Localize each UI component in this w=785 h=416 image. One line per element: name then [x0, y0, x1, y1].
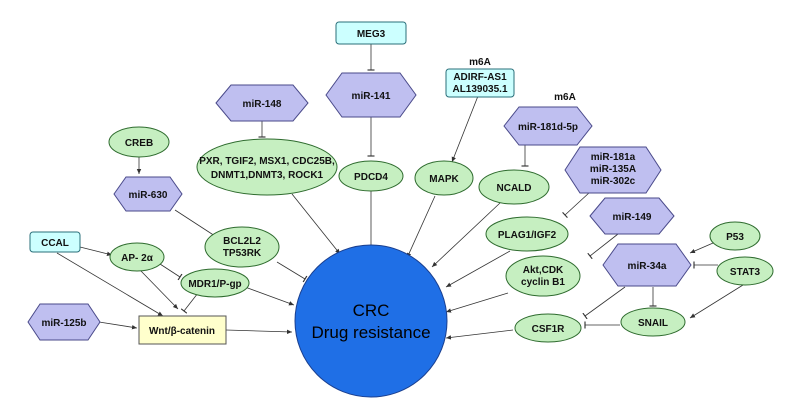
mir630-label: miR-630	[129, 190, 168, 201]
csf1r-ellipse	[514, 313, 582, 343]
edge-wnt-crc	[225, 329, 293, 335]
targets-label-line2: DNMT1,DNMT3, ROCK1	[211, 170, 324, 181]
center-line1: CRC	[353, 301, 390, 320]
edge-ap2-mdr1	[159, 263, 183, 281]
edge-mdr1-wnt	[180, 292, 199, 314]
mir34a-hexagon	[602, 243, 692, 287]
p53-ellipse	[709, 221, 761, 251]
ccal-box	[29, 231, 81, 253]
edge-mir149-akt	[587, 233, 619, 260]
m6a-right-label: m6A	[554, 92, 576, 103]
akt-ellipse	[505, 255, 581, 297]
mir141-hexagon	[325, 72, 417, 118]
mirs-label-line2: miR-135A	[590, 164, 636, 175]
mir148-label: miR-148	[243, 99, 282, 110]
mir181d-hexagon	[503, 106, 593, 146]
pdcd4-ellipse	[338, 160, 404, 192]
akt-label-line1: Akt,CDK	[523, 265, 564, 276]
targets-label-line1: PXR, TGIF2, MSX1, CDC25B,	[199, 156, 335, 167]
crc-circle	[294, 244, 448, 398]
edge-akt-crc	[445, 292, 509, 313]
edge-plag1-crc	[445, 250, 511, 288]
edge-adirf-mapk	[451, 95, 479, 163]
bcl2l2-ellipse	[204, 226, 280, 268]
mir34a-label: miR-34a	[628, 261, 667, 272]
edge-mapk-crc	[406, 195, 436, 259]
edge-mir125b-wnt	[98, 321, 138, 330]
edge-ccal-ap2	[79, 246, 113, 256]
stat3-label: STAT3	[730, 267, 761, 278]
ncald-ellipse	[478, 169, 550, 205]
akt-label-line2: cyclin B1	[521, 277, 565, 288]
meg3-label: MEG3	[357, 29, 386, 40]
snail-label: SNAIL	[638, 318, 668, 329]
edge-mir34a-csf1r	[582, 286, 626, 320]
edge-ap2-wnt	[139, 269, 179, 310]
ap2-label: AP- 2α	[121, 253, 154, 264]
adirf-box	[445, 68, 515, 98]
adirf-label-line2: AL139035.1	[452, 84, 507, 95]
wnt-box	[138, 315, 227, 345]
mir141-label: miR-141	[352, 91, 391, 102]
mir125b-label: miR-125b	[41, 318, 86, 329]
wnt-label: Wnt/β-catenin	[149, 326, 215, 337]
meg3-box	[335, 21, 407, 45]
ccal-label: CCAL	[41, 238, 69, 249]
ap2-ellipse	[109, 242, 165, 272]
mir181d-label: miR-181d-5p	[518, 122, 578, 133]
ncald-label: NCALD	[497, 183, 532, 194]
mdr1-ellipse	[180, 268, 250, 298]
edges	[56, 44, 744, 340]
mir148-hexagon	[215, 84, 309, 122]
mir125b-hexagon	[27, 303, 101, 341]
pdcd4-label: PDCD4	[354, 172, 388, 183]
creb-label: CREB	[125, 138, 153, 149]
edge-mirs-plag1	[562, 191, 591, 219]
edge-mir630-bcl2l2	[174, 209, 218, 240]
m6a-top-label: m6A	[469, 57, 491, 68]
mapk-ellipse	[414, 160, 474, 196]
mirs-hexagon	[564, 146, 662, 194]
edge-stat3-snail	[689, 284, 744, 319]
edge-ncald-crc	[431, 202, 501, 268]
bcl2l2-label-line2: TP53RK	[223, 248, 262, 259]
edge-targets-crc	[291, 193, 341, 255]
edge-ccal-wnt	[56, 252, 164, 317]
edge-bcl2l2-crc	[276, 261, 308, 283]
center-line2: Drug resistance	[311, 323, 430, 342]
stat3-ellipse	[716, 256, 774, 286]
snail-ellipse	[620, 307, 686, 337]
p53-label: P53	[726, 232, 744, 243]
mirs-label-line3: miR-302c	[591, 176, 636, 187]
creb-ellipse	[108, 126, 170, 158]
crc-center-node: CRC Drug resistance	[294, 244, 448, 398]
mdr1-label: MDR1/P-gp	[188, 279, 241, 290]
mirs-label-line1: miR-181a	[591, 152, 636, 163]
edge-mdr1-crc	[244, 286, 295, 306]
adirf-label-line1: ADIRF-AS1	[453, 72, 507, 83]
csf1r-label: CSF1R	[532, 324, 566, 335]
mir149-label: miR-149	[613, 212, 652, 223]
bcl2l2-label-line1: BCL2L2	[223, 236, 261, 247]
plag1-ellipse	[485, 216, 569, 252]
mir149-hexagon	[589, 197, 675, 235]
targets-ellipse	[196, 138, 338, 196]
mapk-label: MAPK	[429, 174, 459, 185]
plag1-label: PLAG1/IGF2	[498, 230, 557, 241]
edge-csf1r-crc	[445, 329, 514, 340]
mir630-hexagon	[113, 176, 183, 212]
